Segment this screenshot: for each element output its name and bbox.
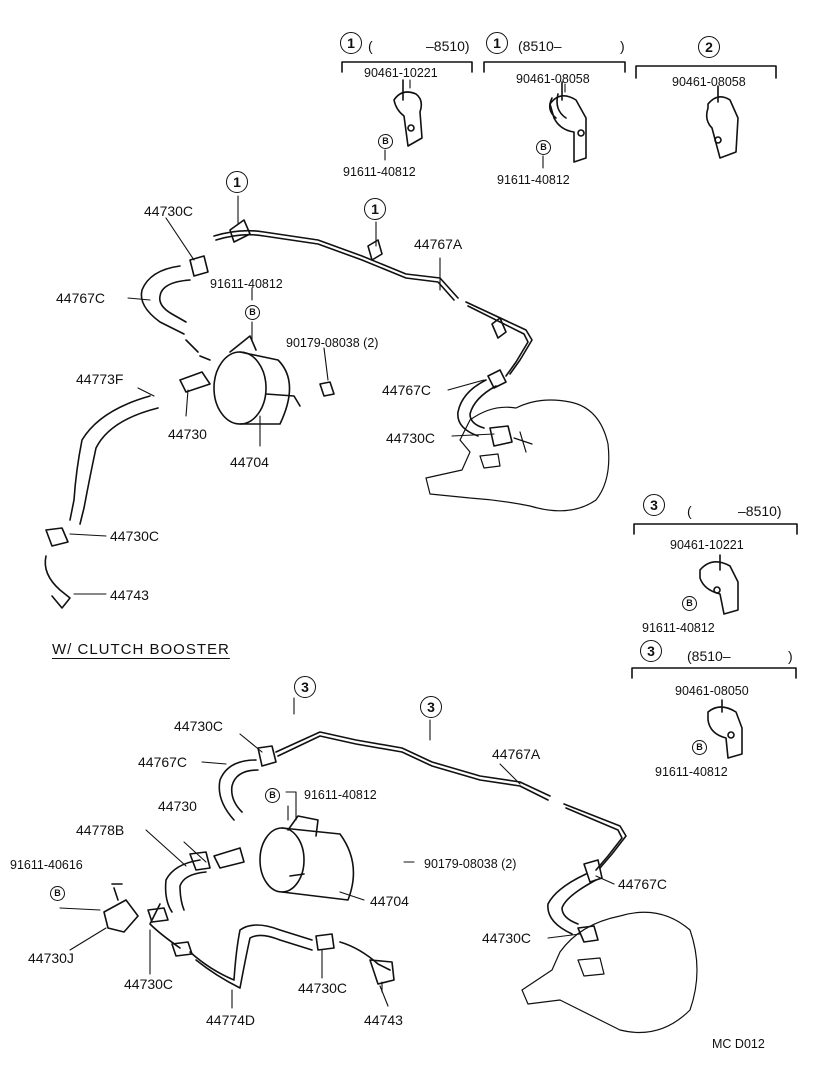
part-label: 44767A — [414, 236, 463, 252]
range-label: ) — [788, 648, 793, 664]
bolt-symbol: B — [536, 140, 551, 155]
top-master-cylinder — [425, 399, 610, 512]
part-label: 44730C — [174, 718, 224, 734]
part-label: 44767A — [492, 746, 541, 762]
part-label: 90179-08038 (2) — [424, 857, 517, 871]
clamp-illustration — [393, 79, 739, 163]
top-hose-44767C-right — [457, 369, 513, 447]
bottom-master-cylinder — [521, 911, 698, 1034]
bottom-reservoir-44704 — [259, 815, 355, 901]
top-hose-44767C — [140, 265, 191, 335]
part-label: 44743 — [364, 1012, 403, 1028]
range-label: (8510– — [518, 38, 562, 54]
part-label: 44730C — [144, 203, 194, 219]
bottom-pipe-44767A — [275, 731, 627, 871]
part-label: 44730J — [28, 950, 74, 966]
callout-3: 3 — [294, 676, 316, 698]
part-label: 91611-40812 — [210, 277, 283, 291]
callout-1: 1 — [364, 198, 386, 220]
part-number: 90461-08058 — [672, 75, 746, 89]
part-label: 44774D — [206, 1012, 256, 1028]
part-label: 44730C — [298, 980, 348, 996]
callout-2: 2 — [698, 36, 720, 58]
leader-lines — [59, 79, 719, 1009]
part-label: 90179-08038 (2) — [286, 336, 379, 350]
part-label: 44767C — [56, 290, 106, 306]
range-label: ( — [687, 503, 692, 519]
inset-bracket-right — [631, 523, 798, 679]
bottom-hose-44767C — [218, 745, 277, 821]
top-fittings — [44, 219, 507, 609]
part-label: 44730C — [386, 430, 436, 446]
bolt-symbol: B — [245, 305, 260, 320]
clamp-illustration-right — [699, 554, 743, 759]
bottom-hose-44774D — [149, 903, 395, 989]
bottom-hose-44778B — [164, 847, 245, 913]
range-label: (8510– — [687, 648, 731, 664]
top-hose-44773F — [69, 395, 159, 525]
part-label: 44773F — [76, 371, 124, 387]
part-label: 44730C — [482, 930, 532, 946]
part-number: 91611-40812 — [343, 165, 416, 179]
top-pipe-44767A — [213, 229, 533, 377]
part-label: 91611-40812 — [304, 788, 377, 802]
part-label: 44704 — [230, 454, 269, 470]
part-label: 91611-40616 — [10, 858, 83, 872]
part-label: 44767C — [138, 754, 188, 770]
callout-1: 1 — [226, 171, 248, 193]
part-label: 44767C — [618, 876, 668, 892]
part-label: 44778B — [76, 822, 125, 838]
part-label: 44730C — [110, 528, 160, 544]
inset-bracket-top — [341, 61, 777, 79]
part-number: 90461-10221 — [670, 538, 744, 552]
callout-3: 3 — [640, 640, 662, 662]
callout-3: 3 — [420, 696, 442, 718]
section-title: W/ CLUTCH BOOSTER — [52, 641, 230, 658]
callout-3: 3 — [643, 494, 665, 516]
part-number: 90461-08058 — [516, 72, 590, 86]
part-label: 44743 — [110, 587, 149, 603]
bolt-symbol: B — [692, 740, 707, 755]
callout-1: 1 — [486, 32, 508, 54]
bolt-symbol: B — [50, 886, 65, 901]
range-label: ( — [368, 38, 373, 54]
part-number: 91611-40812 — [497, 173, 570, 187]
range-label: –8510) — [738, 503, 782, 519]
diagram-code: MC D012 — [712, 1037, 765, 1051]
range-label: –8510) — [426, 38, 470, 54]
bolt-symbol: B — [682, 596, 697, 611]
bolt-symbol: B — [265, 788, 280, 803]
bottom-hose-44767C-right — [547, 859, 603, 943]
bolt-symbol: B — [378, 134, 393, 149]
part-number: 91611-40812 — [655, 765, 728, 779]
part-label: 44730 — [158, 798, 197, 814]
top-reservoir-44704 — [213, 335, 301, 425]
part-label: 44730C — [124, 976, 174, 992]
part-number: 91611-40812 — [642, 621, 715, 635]
range-label: ) — [620, 38, 625, 54]
part-number: 90461-08050 — [675, 684, 749, 698]
part-number: 90461-10221 — [364, 66, 438, 80]
part-label: 44704 — [370, 893, 409, 909]
bottom-tee-44730J — [103, 883, 193, 957]
callout-1: 1 — [340, 32, 362, 54]
part-label: 44730 — [168, 426, 207, 442]
part-label: 44767C — [382, 382, 432, 398]
